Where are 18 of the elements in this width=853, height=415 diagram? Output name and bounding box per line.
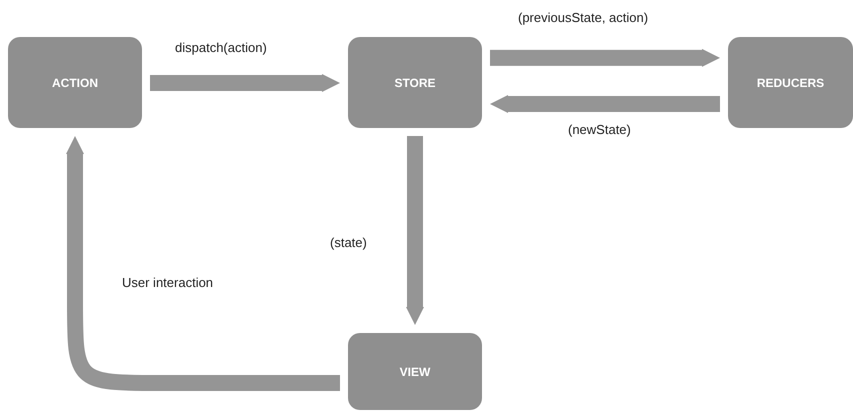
node-label: VIEW (400, 364, 430, 378)
node-label: ACTION (52, 76, 98, 90)
edge-label: (newState) (568, 122, 631, 137)
process-box (8, 37, 142, 128)
arrow (406, 136, 424, 325)
edge-label: dispatch(action) (175, 40, 267, 55)
arrow (490, 48, 720, 67)
process-box (348, 333, 482, 410)
node-label: STORE (394, 76, 436, 90)
process-box (348, 37, 482, 128)
edge-label: User interaction (122, 275, 214, 290)
arrow (490, 94, 720, 113)
edge-label: (state) (330, 235, 367, 250)
edge-label: (previousState, action) (518, 10, 648, 25)
arrow (66, 136, 340, 392)
process-box (728, 37, 853, 128)
arrow (150, 74, 340, 92)
node-label: REDUCERS (756, 76, 824, 90)
